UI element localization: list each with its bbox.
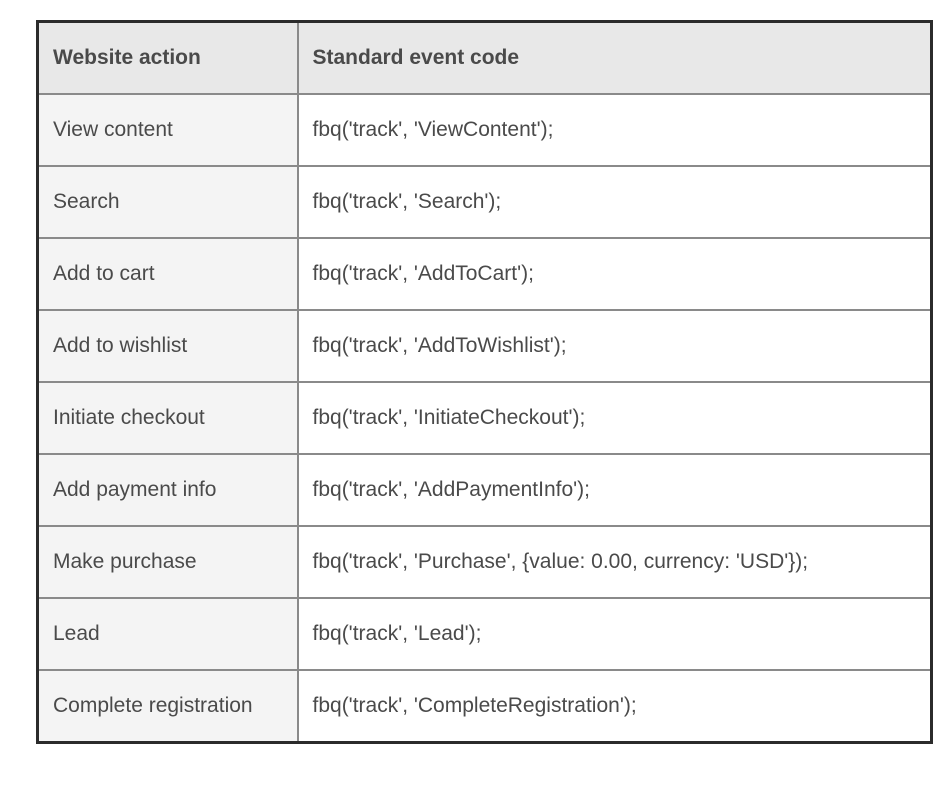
action-cell: Add to wishlist (36, 309, 299, 383)
header-standard-event-code: Standard event code (296, 20, 933, 95)
code-cell: fbq('track', 'Lead'); (296, 597, 933, 671)
code-cell: fbq('track', 'AddToWishlist'); (296, 309, 933, 383)
action-cell: Search (36, 165, 299, 239)
standard-events-table-container: Website action Standard event code View … (36, 20, 933, 744)
table-row: Add to cart fbq('track', 'AddToCart'); (36, 237, 933, 311)
table-row: Lead fbq('track', 'Lead'); (36, 597, 933, 671)
code-cell: fbq('track', 'AddPaymentInfo'); (296, 453, 933, 527)
code-cell: fbq('track', 'Purchase', {value: 0.00, c… (296, 525, 933, 599)
action-cell: Lead (36, 597, 299, 671)
code-cell: fbq('track', 'CompleteRegistration'); (296, 669, 933, 744)
header-website-action: Website action (36, 20, 299, 95)
table-row: Initiate checkout fbq('track', 'Initiate… (36, 381, 933, 455)
action-cell: Add to cart (36, 237, 299, 311)
action-cell: Make purchase (36, 525, 299, 599)
table-row: Search fbq('track', 'Search'); (36, 165, 933, 239)
standard-events-table: Website action Standard event code View … (36, 20, 933, 744)
code-cell: fbq('track', 'ViewContent'); (296, 93, 933, 167)
table-row: Add to wishlist fbq('track', 'AddToWishl… (36, 309, 933, 383)
table-header-row: Website action Standard event code (36, 20, 933, 95)
table-row: Complete registration fbq('track', 'Comp… (36, 669, 933, 744)
action-cell: Initiate checkout (36, 381, 299, 455)
action-cell: View content (36, 93, 299, 167)
action-cell: Complete registration (36, 669, 299, 744)
action-cell: Add payment info (36, 453, 299, 527)
table-row: Make purchase fbq('track', 'Purchase', {… (36, 525, 933, 599)
table-row: Add payment info fbq('track', 'AddPaymen… (36, 453, 933, 527)
code-cell: fbq('track', 'AddToCart'); (296, 237, 933, 311)
code-cell: fbq('track', 'Search'); (296, 165, 933, 239)
code-cell: fbq('track', 'InitiateCheckout'); (296, 381, 933, 455)
table-row: View content fbq('track', 'ViewContent')… (36, 93, 933, 167)
